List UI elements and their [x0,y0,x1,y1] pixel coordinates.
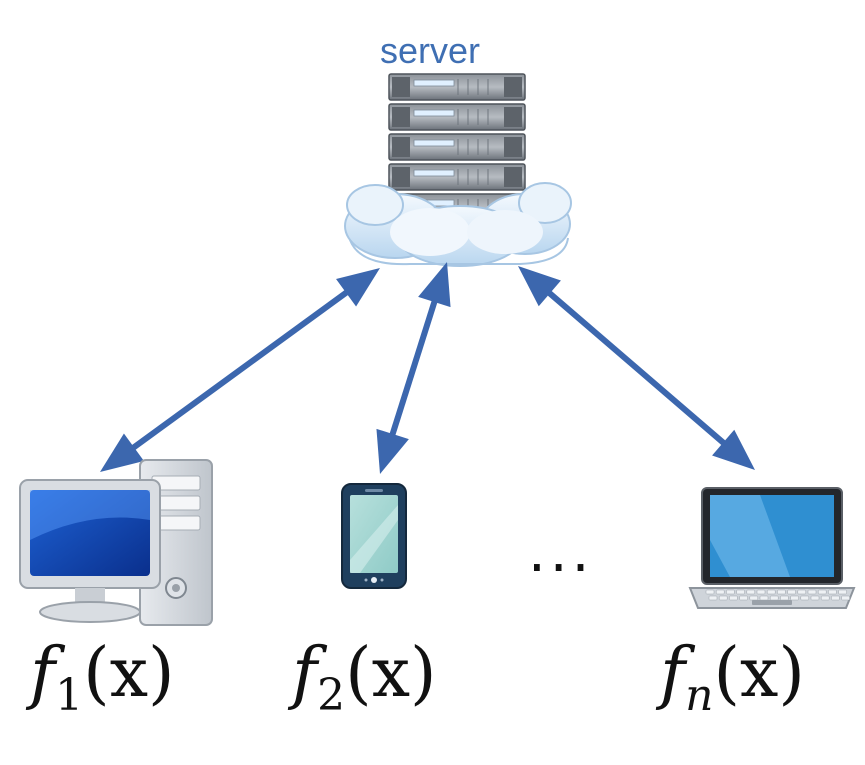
smartphone-icon [341,483,407,589]
laptop-icon [688,487,856,609]
connection-arrows [100,262,755,474]
function-subscript: 2 [317,670,346,722]
cloud-icon [344,182,572,267]
desktop-computer-icon [19,459,213,626]
double-arrow [376,262,451,474]
function-subscript: n [685,670,714,722]
server-icon [344,73,572,267]
function-name: f [30,634,56,713]
double-arrow [100,268,380,472]
function-name: f [292,634,318,713]
server-rack-unit [388,73,526,101]
function-argument: (x) [713,634,805,713]
server-rack-unit [388,163,526,191]
function-name: f [660,634,686,713]
client-function-label: f2(x) [292,640,437,718]
function-subscript: 1 [55,670,84,722]
double-arrow [518,266,755,470]
client-function-label: f1(x) [30,640,175,718]
ellipsis: ... [528,520,594,585]
server-rack-unit [388,103,526,131]
server-rack-unit [388,133,526,161]
function-argument: (x) [83,634,175,713]
function-argument: (x) [345,634,437,713]
server-label: server [379,30,481,71]
client-function-label: fn(x) [660,640,805,718]
